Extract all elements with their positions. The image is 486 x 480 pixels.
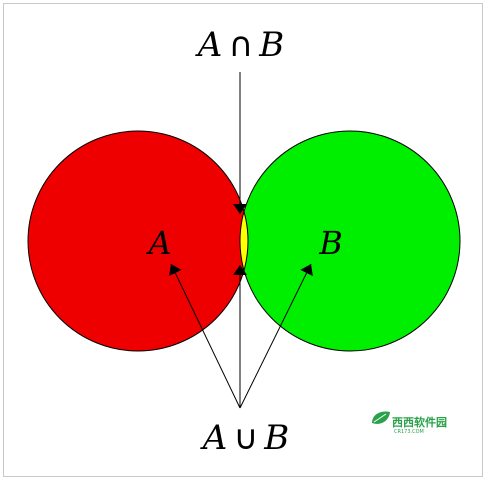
set-a-outline bbox=[27, 130, 249, 352]
set-a-circle bbox=[28, 131, 248, 351]
union-arrow-to-a bbox=[169, 263, 241, 409]
leaf-logo-icon bbox=[372, 411, 390, 424]
watermark-domain: CR173.COM bbox=[394, 429, 424, 435]
set-b-outline bbox=[239, 130, 461, 352]
union-label: A∪B bbox=[200, 418, 289, 458]
watermark-brand: 西西软件园 bbox=[392, 415, 447, 429]
watermark: 西西软件园 CR173.COM bbox=[372, 411, 447, 435]
set-b-circle bbox=[240, 131, 460, 351]
intersection-label: A∩B bbox=[195, 25, 284, 65]
set-a-label: A bbox=[145, 224, 171, 262]
figure-frame bbox=[3, 3, 483, 477]
union-arrow-to-b bbox=[239, 263, 313, 409]
set-b-label: B bbox=[318, 224, 343, 262]
